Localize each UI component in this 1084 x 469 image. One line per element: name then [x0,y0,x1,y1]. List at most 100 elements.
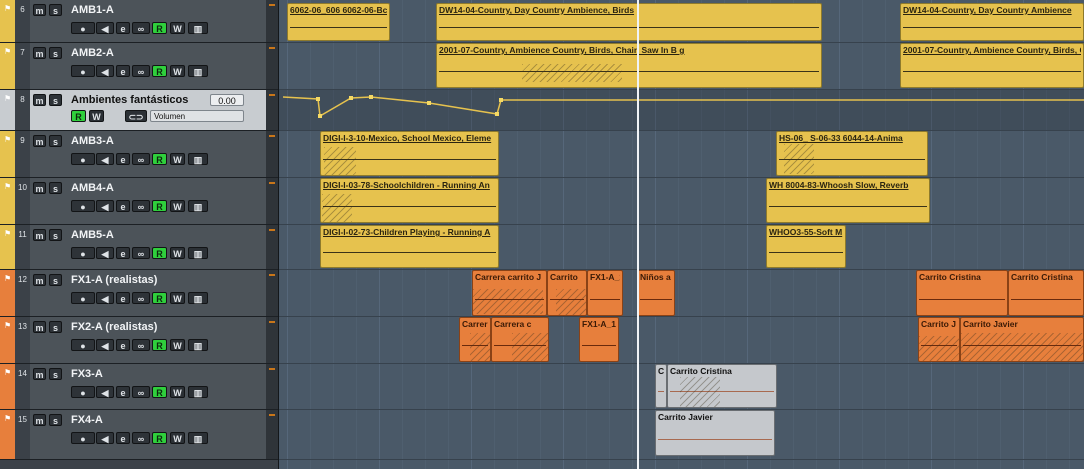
audio-clip[interactable]: DIGI-I-02-73-Children Playing - Running … [320,225,499,268]
edit-channel-button[interactable]: e [116,153,130,165]
audio-clip[interactable]: DW14-04-Country, Day Country Ambience, B… [436,3,822,41]
read-automation-button[interactable]: R [152,65,167,77]
write-automation-button[interactable]: W [170,153,185,165]
solo-button[interactable]: s [49,94,62,106]
automation-point[interactable] [316,97,320,101]
record-enable-button[interactable]: ● [71,65,95,77]
edit-channel-button[interactable]: e [116,339,130,351]
channel-strip-button[interactable]: ▥ [188,432,208,444]
audio-clip[interactable]: Niños a [637,270,675,316]
edit-channel-button[interactable]: e [116,386,130,398]
monitor-button[interactable]: ◀ [96,247,114,259]
solo-button[interactable]: s [49,229,62,241]
edit-channel-button[interactable]: e [116,65,130,77]
monitor-button[interactable]: ◀ [96,339,114,351]
write-automation-button[interactable]: W [170,247,185,259]
audio-clip[interactable]: DIGI-I-03-78-Schoolchildren - Running An [320,178,499,223]
audio-clip[interactable]: Carrito Cristina [916,270,1008,316]
audio-clip[interactable]: HS-06_ S-06-33 6044-14-Anima [776,131,928,176]
link-button[interactable]: ∞ [132,292,150,304]
audio-clip[interactable]: WHOO3-55-Soft M [766,225,846,268]
automation-point[interactable] [495,112,499,116]
channel-strip-button[interactable]: ▥ [188,22,208,34]
channel-strip-button[interactable]: ▥ [188,292,208,304]
playhead-cursor[interactable] [637,0,639,469]
solo-button[interactable]: s [49,4,62,16]
audio-clip[interactable]: FX1-A_1 [579,317,619,362]
audio-clip[interactable]: WH 8004-83-Whoosh Slow, Reverb [766,178,930,223]
record-enable-button[interactable]: ● [71,153,95,165]
record-enable-button[interactable]: ● [71,22,95,34]
automation-line[interactable] [282,96,1084,118]
mute-button[interactable]: m [33,182,46,194]
solo-button[interactable]: s [49,368,62,380]
volume-value[interactable]: 0.00 [210,94,244,106]
audio-clip[interactable]: 2001-07-Country, Ambience Country, Birds… [900,43,1084,88]
audio-clip[interactable]: Carrera c [491,317,549,362]
monitor-button[interactable]: ◀ [96,153,114,165]
audio-clip[interactable]: Carrito J [918,317,960,362]
read-automation-button[interactable]: R [152,22,167,34]
record-enable-button[interactable]: ● [71,200,95,212]
automation-point[interactable] [318,114,322,118]
link-button[interactable]: ∞ [132,22,150,34]
audio-clip[interactable]: FX1-A_1 [587,270,623,316]
record-enable-button[interactable]: ● [71,432,95,444]
record-enable-button[interactable]: ● [71,339,95,351]
record-enable-button[interactable]: ● [71,247,95,259]
audio-clip[interactable]: DW14-04-Country, Day Country Ambience [900,3,1084,41]
automation-point[interactable] [369,95,373,99]
edit-channel-button[interactable]: e [116,247,130,259]
mute-button[interactable]: m [33,368,46,380]
read-automation-button[interactable]: R [152,292,167,304]
automation-point[interactable] [349,96,353,100]
solo-button[interactable]: s [49,274,62,286]
automation-curve[interactable] [279,0,1084,469]
read-automation-button[interactable]: R [152,200,167,212]
audio-clip[interactable]: Ca [655,364,667,408]
audio-clip[interactable]: DIGI-I-3-10-Mexico, School Mexico, Eleme [320,131,499,176]
link-button[interactable]: ∞ [132,247,150,259]
write-automation-button[interactable]: W [170,200,185,212]
audio-clip[interactable]: 6062-06_606 6062-06-Bc [287,3,390,41]
solo-button[interactable]: s [49,135,62,147]
audio-clip[interactable]: Carrito Javier [655,410,775,456]
mute-button[interactable]: m [33,274,46,286]
write-automation-button[interactable]: W [170,386,185,398]
solo-button[interactable]: s [49,182,62,194]
mute-button[interactable]: m [33,94,46,106]
solo-button[interactable]: s [49,414,62,426]
automation-point[interactable] [427,101,431,105]
read-automation-button[interactable]: R [152,247,167,259]
monitor-button[interactable]: ◀ [96,200,114,212]
link-button[interactable]: ⊂⊃ [125,110,147,122]
automation-point[interactable] [499,98,503,102]
mute-button[interactable]: m [33,135,46,147]
mute-button[interactable]: m [33,4,46,16]
read-automation-button[interactable]: R [71,110,86,122]
solo-button[interactable]: s [49,47,62,59]
solo-button[interactable]: s [49,321,62,333]
channel-strip-button[interactable]: ▥ [188,65,208,77]
link-button[interactable]: ∞ [132,153,150,165]
read-automation-button[interactable]: R [152,153,167,165]
edit-channel-button[interactable]: e [116,292,130,304]
write-automation-button[interactable]: W [170,292,185,304]
read-automation-button[interactable]: R [152,432,167,444]
audio-clip[interactable]: Carrito Cristina [667,364,777,408]
monitor-button[interactable]: ◀ [96,65,114,77]
audio-clip[interactable]: Carrera carrito J [472,270,547,316]
edit-channel-button[interactable]: e [116,22,130,34]
link-button[interactable]: ∞ [132,200,150,212]
link-button[interactable]: ∞ [132,339,150,351]
write-automation-button[interactable]: W [170,65,185,77]
monitor-button[interactable]: ◀ [96,22,114,34]
